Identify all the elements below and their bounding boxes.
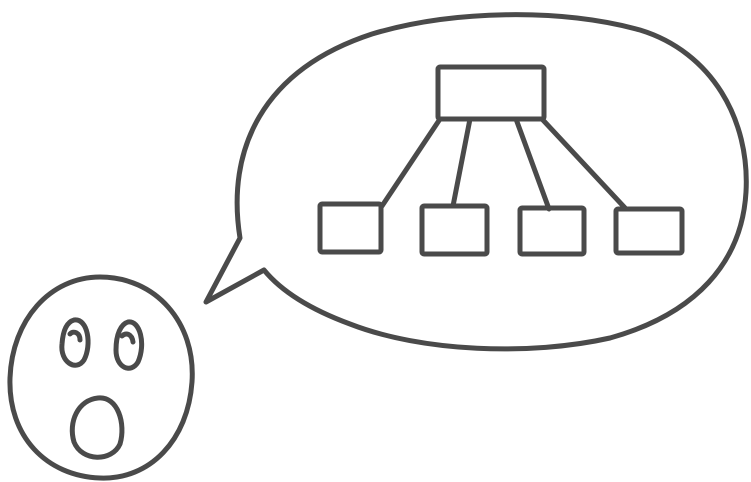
hierarchy-child-node <box>520 208 584 254</box>
hierarchy-child-node <box>422 206 487 254</box>
right-pupil <box>122 334 133 342</box>
face-outline <box>10 277 192 478</box>
hierarchy-child-node <box>616 209 682 253</box>
left-pupil <box>70 332 80 340</box>
connector-line <box>453 119 470 206</box>
mouth-open <box>72 398 122 457</box>
hierarchy-diagram <box>320 67 682 254</box>
connector-line <box>382 119 440 206</box>
right-eye <box>116 322 142 368</box>
hierarchy-root-node <box>438 67 544 119</box>
left-eye <box>62 320 88 365</box>
connector-line <box>516 119 549 209</box>
surprised-face <box>10 277 192 478</box>
hierarchy-child-node <box>320 204 381 252</box>
connector-line <box>542 119 626 209</box>
